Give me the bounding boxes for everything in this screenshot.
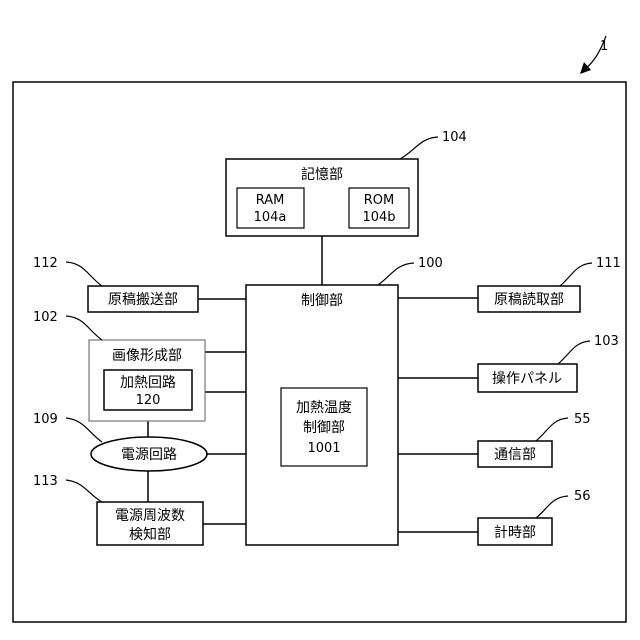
heating-control-line1: 加熱温度 (296, 400, 352, 416)
power-circuit-ref: 109 (33, 412, 58, 427)
heating-control-line2: 制御部 (303, 420, 345, 436)
figure-arrow-icon (580, 62, 591, 74)
heater-label: 加熱回路 (120, 375, 176, 391)
ram-name: RAM (256, 193, 285, 208)
power-circuit-label: 電源回路 (121, 447, 177, 463)
controller-title: 制御部 (301, 293, 343, 309)
operation-panel-label: 操作パネル (492, 371, 562, 387)
storage-ref: 104 (442, 130, 467, 145)
communication-label: 通信部 (494, 447, 536, 463)
heater-code: 120 (136, 393, 161, 408)
document-reader-label: 原稿読取部 (494, 291, 564, 308)
timer-ref: 56 (574, 489, 591, 504)
image-forming-ref: 102 (33, 310, 58, 325)
image-forming-label: 画像形成部 (112, 348, 182, 364)
rom-name: ROM (364, 193, 394, 208)
document-feeder-ref: 112 (33, 256, 58, 271)
timer-label: 計時部 (494, 525, 536, 541)
document-reader-ref: 111 (596, 256, 621, 271)
frequency-detector-line2: 検知部 (129, 526, 171, 543)
rom-code: 104b (362, 210, 395, 225)
document-feeder-label: 原稿搬送部 (108, 292, 178, 308)
storage-title: 記憶部 (301, 166, 343, 183)
frequency-detector-ref: 113 (33, 474, 58, 489)
heating-control-code: 1001 (307, 441, 340, 456)
frequency-detector-line1: 電源周波数 (115, 508, 185, 524)
operation-panel-ref: 103 (594, 334, 619, 349)
communication-ref: 55 (574, 412, 591, 427)
ram-code: 104a (254, 210, 287, 225)
controller-ref: 100 (418, 256, 443, 271)
